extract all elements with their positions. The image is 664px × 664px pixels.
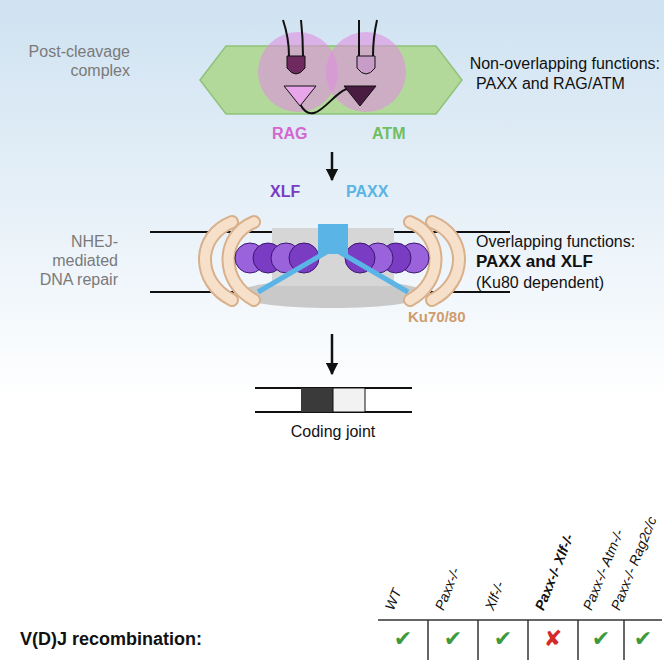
- stage-group: Coding joint: [240, 376, 426, 448]
- function-note: PAXX and XLF: [476, 252, 593, 272]
- paxx-square: [318, 224, 348, 254]
- rag-circle: [326, 32, 406, 112]
- protein-label: ATM: [372, 124, 405, 143]
- hairpin-end: [357, 56, 375, 74]
- paxx-arm: [258, 250, 330, 292]
- function-note: PAXX and RAG/ATM: [476, 74, 625, 93]
- protein-label: Ku70/80: [408, 308, 466, 326]
- result-mark: ✔: [433, 626, 473, 652]
- row-label: V(D)J recombination:: [20, 629, 202, 651]
- genotype-header: Xlf-/-: [481, 579, 508, 613]
- function-note: Non-overlapping functions:: [470, 54, 660, 73]
- hairpin-end: [287, 56, 305, 74]
- genotype-header: Paxx-/- Xlf-/-: [531, 531, 577, 612]
- stage-label: Coding joint: [240, 422, 426, 441]
- protein-label: XLF: [270, 182, 300, 201]
- rss-triangle: [344, 86, 376, 106]
- stage-group: Post-cleavage complexRAG ATM: [18, 30, 470, 150]
- flow-arrow: [331, 152, 334, 180]
- genotype-header: Paxx-/-: [431, 565, 463, 612]
- stage-label: NHEJ-mediated DNA repair: [18, 232, 118, 290]
- function-note: Overlapping functions:: [476, 232, 635, 251]
- protein-label: PAXX: [346, 182, 388, 201]
- paxx-arm: [336, 250, 408, 292]
- table-rules: [378, 620, 662, 660]
- rss-triangle: [284, 86, 316, 106]
- joint-segment: [333, 388, 365, 412]
- stage-label: Post-cleavage complex: [18, 42, 130, 80]
- stage-group: NHEJ-mediated DNA repair XLF PAXX Ku70/80: [18, 182, 510, 332]
- flow-arrow: [331, 334, 334, 374]
- result-mark: ✘: [533, 626, 573, 652]
- genotype-header: WT: [381, 586, 405, 612]
- protein-label: RAG: [272, 124, 308, 143]
- result-mark: ✔: [581, 626, 621, 652]
- result-mark: ✔: [483, 626, 523, 652]
- function-note: (Ku80 dependent): [476, 273, 604, 292]
- ku-rings: [205, 222, 459, 300]
- dna-ends: [283, 20, 377, 113]
- joint-segment: [301, 388, 333, 412]
- result-mark: ✔: [623, 626, 663, 652]
- result-mark: ✔: [383, 626, 423, 652]
